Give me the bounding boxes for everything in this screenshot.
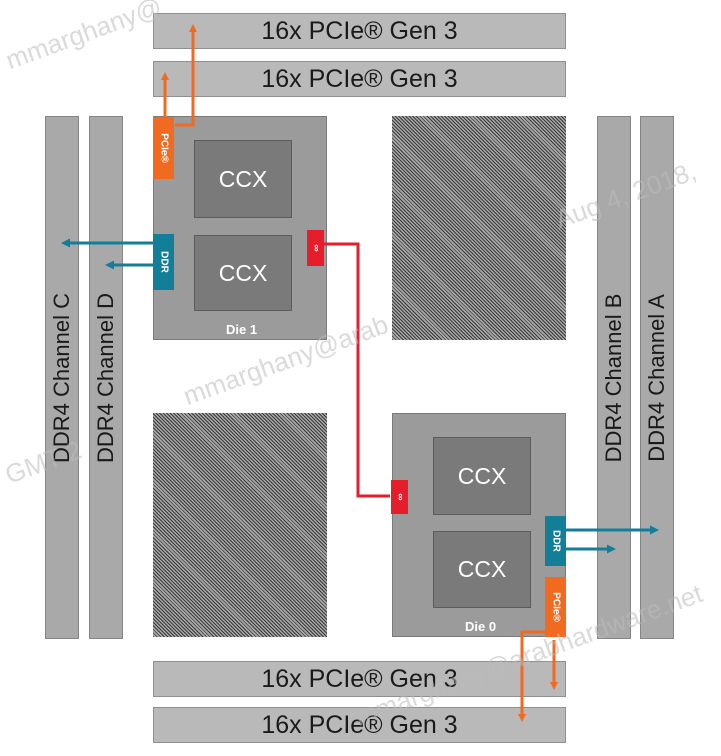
pcie-slot-bottom-2: 16x PCIe® Gen 3 bbox=[153, 707, 566, 743]
die-1: CCX CCX Die 1 bbox=[153, 116, 327, 340]
pcie-slot-top-1: 16x PCIe® Gen 3 bbox=[153, 13, 566, 49]
infinity-fabric-link bbox=[323, 242, 390, 498]
ccx-label: CCX bbox=[457, 462, 507, 489]
ccx-die0-top: CCX bbox=[433, 437, 531, 515]
infinity-symbol: ∞ bbox=[394, 493, 405, 501]
die-0-label: Die 0 bbox=[465, 619, 497, 634]
die1-pcie-link-slot1 bbox=[175, 24, 197, 127]
pcie-tag-label: PCIe® bbox=[158, 133, 169, 163]
die1-pcie-interface: PCIe® bbox=[153, 117, 174, 179]
pcie-slot-label: 16x PCIe® Gen 3 bbox=[261, 664, 458, 693]
die0-ddr-interface: DDR bbox=[545, 516, 566, 566]
ddr4-channel-d: DDR4 Channel D bbox=[89, 116, 123, 639]
infinity-symbol: ∞ bbox=[310, 244, 321, 252]
ddr4-channel-a: DDR4 Channel A bbox=[640, 116, 674, 639]
die1-infinity-fabric-icon: ∞ bbox=[307, 230, 324, 266]
die1-ddr-interface: DDR bbox=[153, 234, 174, 290]
die-0: CCX CCX Die 0 bbox=[392, 413, 566, 637]
ddr-tag-label: DDR bbox=[158, 251, 169, 273]
ddr-tag-label: DDR bbox=[550, 530, 561, 552]
ccx-die1-top: CCX bbox=[194, 140, 292, 218]
inactive-die-top-right bbox=[392, 116, 566, 340]
pcie-slot-label: 16x PCIe® Gen 3 bbox=[261, 710, 458, 739]
pcie-slot-bottom-1: 16x PCIe® Gen 3 bbox=[153, 661, 566, 697]
die0-infinity-fabric-icon: ∞ bbox=[391, 480, 408, 514]
ccx-label: CCX bbox=[457, 556, 507, 582]
die-1-label: Die 1 bbox=[226, 322, 258, 337]
pcie-slot-top-2: 16x PCIe® Gen 3 bbox=[153, 61, 566, 97]
pcie-slot-label: 16x PCIe® Gen 3 bbox=[261, 16, 458, 45]
die0-pcie-interface: PCIe® bbox=[545, 577, 566, 637]
pcie-slot-label: 16x PCIe® Gen 3 bbox=[261, 64, 458, 93]
ccx-die1-bottom: CCX bbox=[194, 235, 292, 311]
ddr4-channel-c: DDR4 Channel C bbox=[45, 116, 79, 639]
ccx-label: CCX bbox=[218, 165, 268, 192]
ccx-label: CCX bbox=[218, 259, 268, 286]
inactive-die-bottom-left bbox=[153, 413, 327, 637]
die0-pcie-link-slot2 bbox=[518, 630, 545, 722]
pcie-tag-label: PCIe® bbox=[550, 592, 561, 622]
ccx-die0-bottom: CCX bbox=[433, 531, 531, 608]
